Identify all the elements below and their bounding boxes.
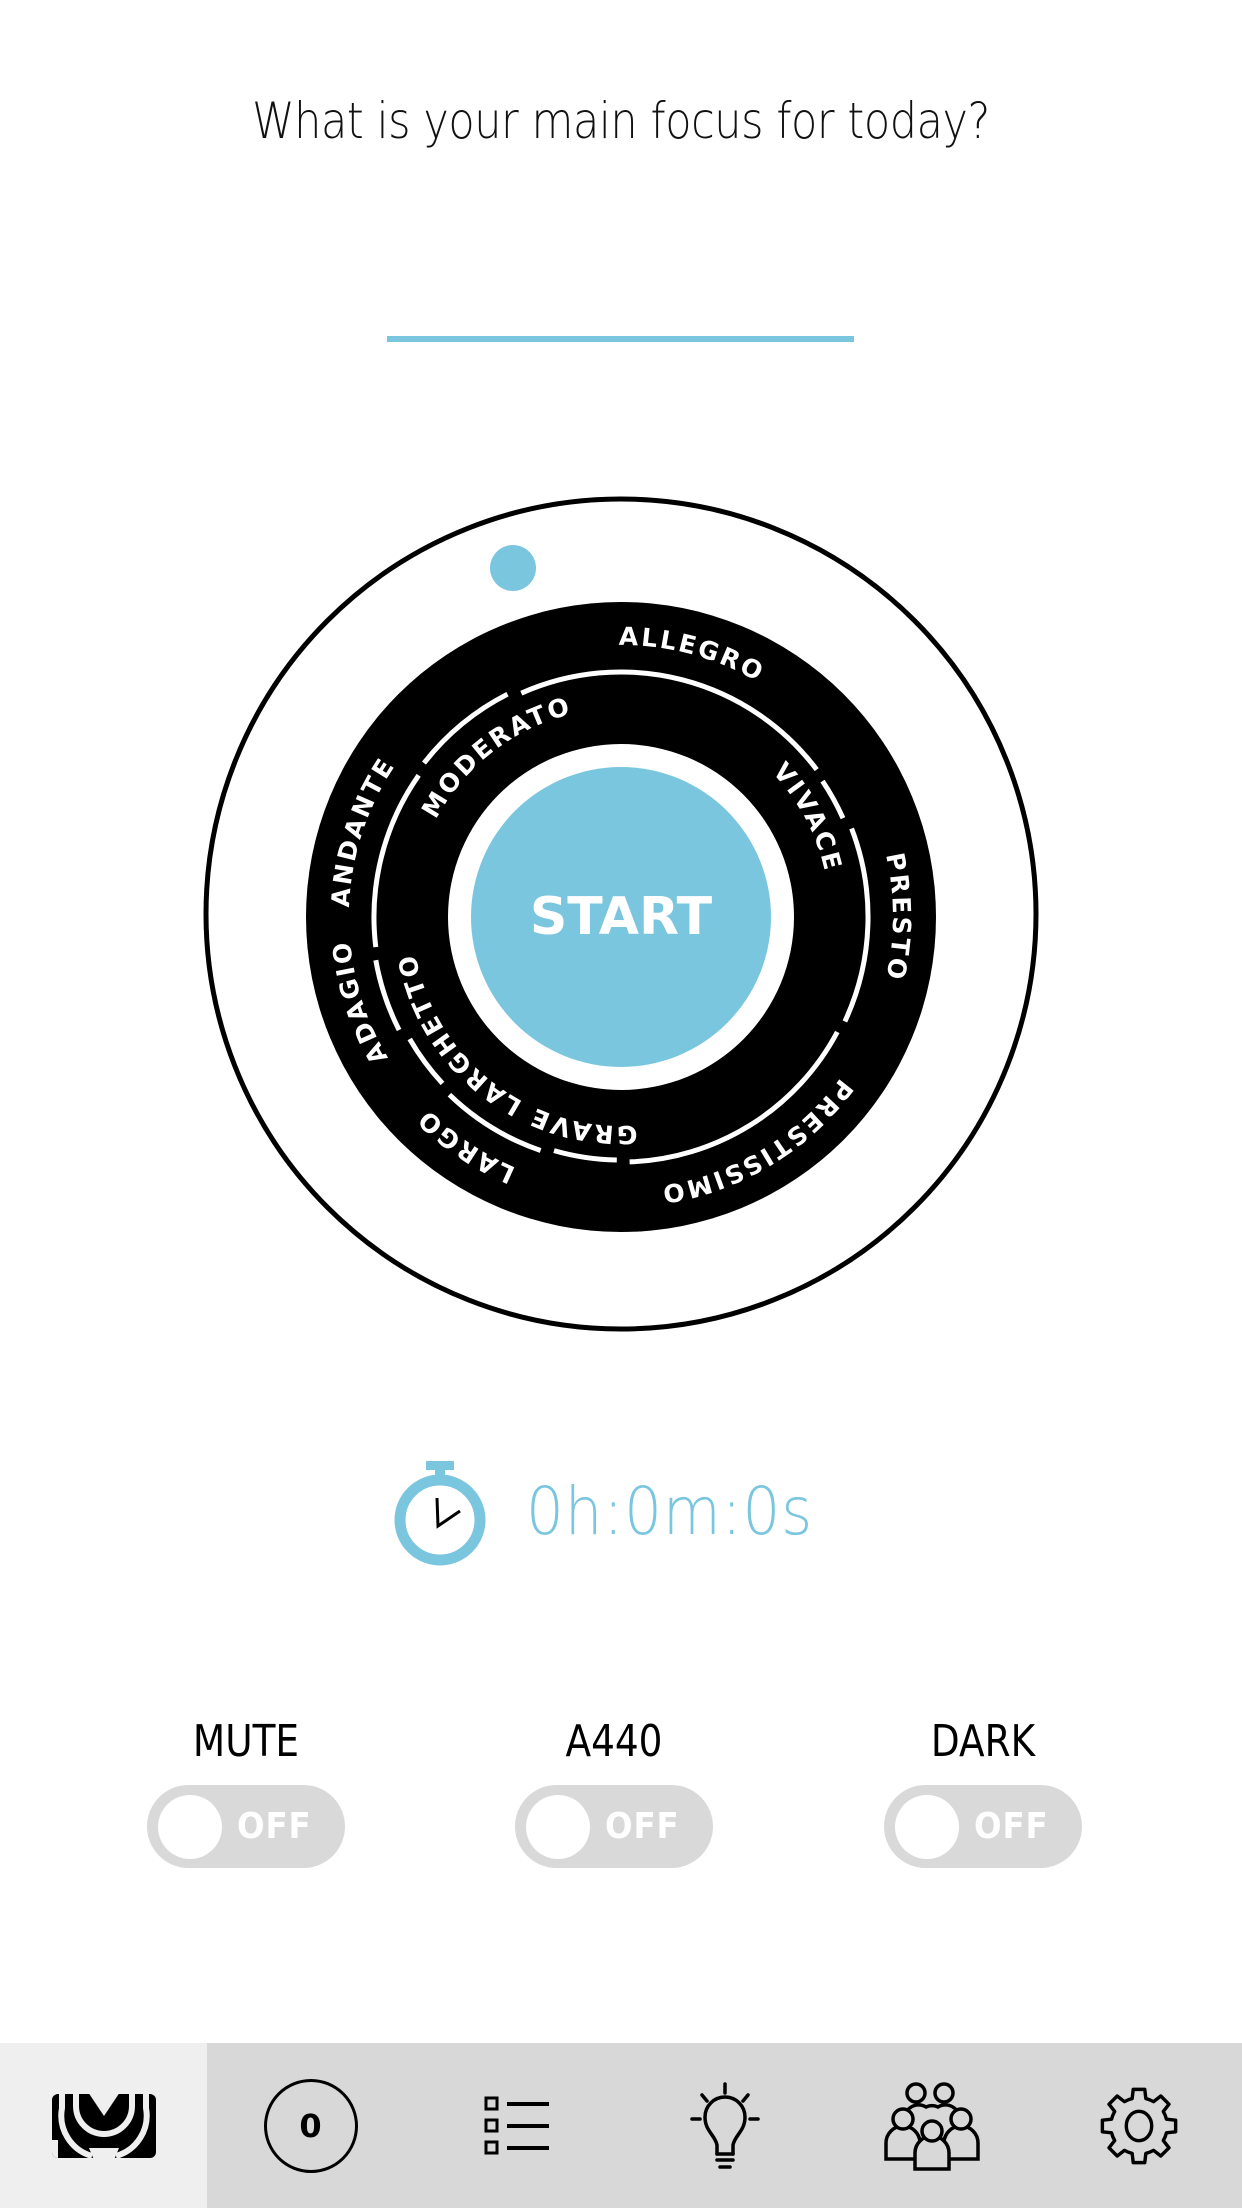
nav-counter[interactable]: 0 bbox=[207, 2043, 414, 2208]
checklist-icon bbox=[484, 2096, 549, 2154]
mute-label: MUTE bbox=[192, 1716, 300, 1767]
toggle-state: OFF bbox=[605, 1806, 680, 1847]
mute-toggle-group: MUTE OFF bbox=[116, 1712, 376, 1868]
toggle-knob bbox=[158, 1795, 222, 1859]
a440-toggle-group: A440 OFF bbox=[484, 1712, 744, 1868]
stopwatch-icon bbox=[394, 1461, 486, 1566]
dark-toggle-group: DARK OFF bbox=[853, 1712, 1113, 1868]
toggle-state: OFF bbox=[974, 1806, 1049, 1847]
a440-toggle[interactable]: OFF bbox=[515, 1785, 713, 1868]
focus-question: What is your main focus for today? bbox=[252, 92, 990, 150]
focus-input[interactable] bbox=[387, 230, 854, 342]
elapsed-timer: 0h:0m:0s bbox=[390, 1455, 845, 1567]
dark-label: DARK bbox=[930, 1716, 1036, 1767]
counter-value: 0 bbox=[299, 2106, 322, 2145]
app-logo-icon bbox=[51, 2093, 156, 2158]
tempo-dial[interactable]: ALLEGROPRESTOPRESTISSIMOLARGOADAGIOANDAN… bbox=[0, 0, 1242, 1400]
toggle-state: OFF bbox=[237, 1806, 312, 1847]
toggle-knob bbox=[895, 1795, 959, 1859]
tempo-divider-ring bbox=[371, 669, 871, 1165]
dial-position-knob[interactable] bbox=[490, 545, 536, 591]
nav-settings[interactable] bbox=[1035, 2043, 1242, 2208]
mute-toggle[interactable]: OFF bbox=[147, 1785, 345, 1868]
bottom-nav: 0 bbox=[0, 2043, 1242, 2208]
a440-label: A440 bbox=[565, 1716, 663, 1767]
timer-value: 0h:0m:0s bbox=[526, 1472, 814, 1550]
group-icon bbox=[883, 2081, 980, 2171]
counter-badge-icon: 0 bbox=[263, 2078, 358, 2173]
nav-community[interactable] bbox=[828, 2043, 1035, 2208]
gear-icon bbox=[1100, 2087, 1177, 2164]
dark-toggle[interactable]: OFF bbox=[884, 1785, 1082, 1868]
start-button[interactable]: START bbox=[471, 767, 771, 1067]
nav-list[interactable] bbox=[414, 2043, 621, 2208]
nav-home[interactable] bbox=[0, 2043, 207, 2208]
start-label: START bbox=[530, 887, 713, 947]
nav-tips[interactable] bbox=[621, 2043, 828, 2208]
toggle-knob bbox=[526, 1795, 590, 1859]
lightbulb-icon bbox=[689, 2081, 760, 2169]
